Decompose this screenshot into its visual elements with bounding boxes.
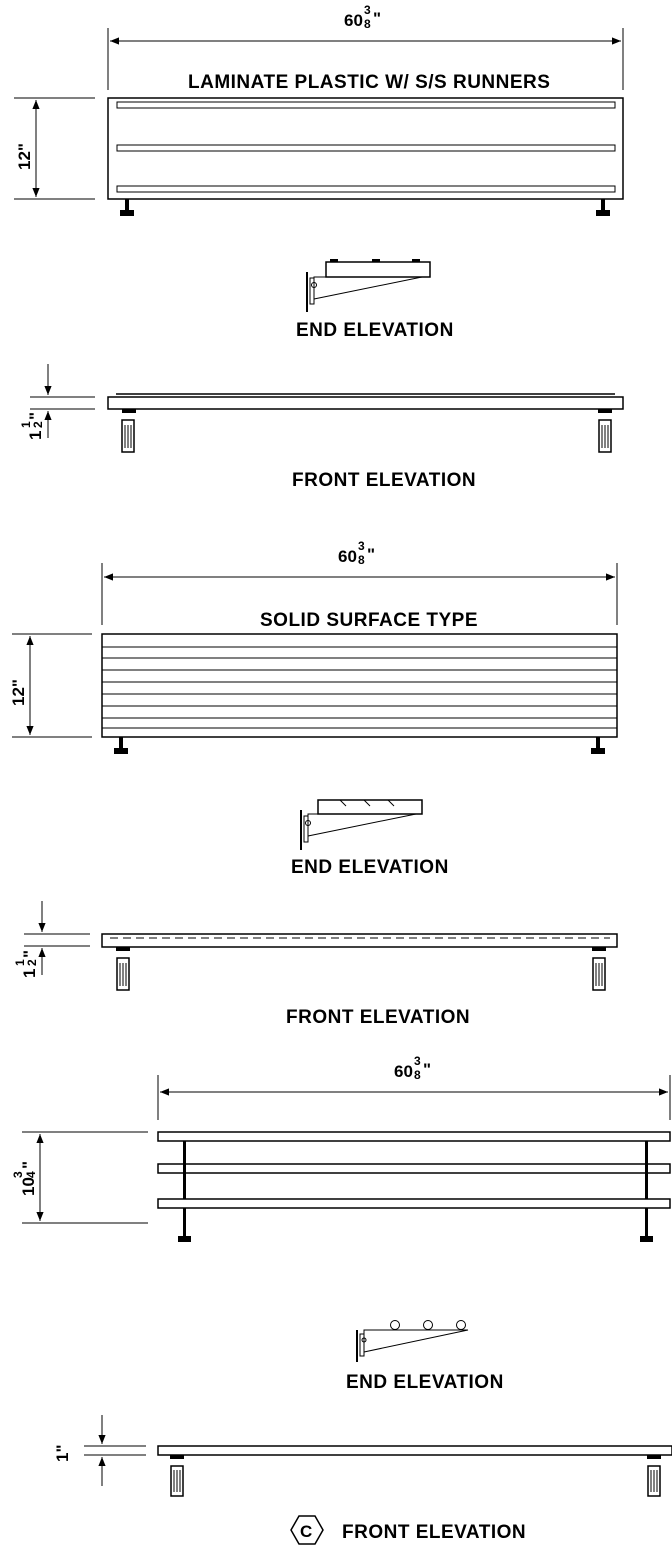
leveler-foot bbox=[178, 1236, 191, 1242]
width-dimension: 60 3 8 " bbox=[101, 539, 618, 625]
thickness-whole: 1 bbox=[20, 969, 39, 978]
height-dimension-value: 12" bbox=[15, 143, 34, 170]
end-elevation-label: END ELEVATION bbox=[346, 1372, 504, 1393]
runner bbox=[116, 101, 616, 109]
thickness-unit: " bbox=[20, 950, 39, 958]
leveler-foot bbox=[114, 748, 128, 754]
section-solid-surface: 60 3 8 " SOLID SURFACE TYPE 12" bbox=[9, 539, 618, 1028]
thickness-dimension-value: 1" bbox=[53, 1444, 72, 1462]
height-numerator: 3 bbox=[11, 1171, 25, 1178]
width-fraction-numerator: 3 bbox=[414, 1054, 421, 1068]
front-elevation-view: 1 1 2 " FRONT ELEVATION bbox=[13, 901, 618, 1028]
width-fraction-numerator: 3 bbox=[364, 3, 371, 17]
leveler-foot bbox=[596, 210, 610, 216]
width-dimension-value: 60 bbox=[394, 1062, 413, 1081]
height-dimension: 12" bbox=[14, 97, 95, 200]
width-unit: " bbox=[367, 545, 375, 564]
thickness-denominator: 2 bbox=[25, 959, 39, 966]
detail-marker-hexagon: C bbox=[290, 1515, 324, 1545]
height-whole: 10 bbox=[19, 1177, 38, 1196]
height-dimension-value: 12" bbox=[9, 679, 28, 706]
front-elevation-label: FRONT ELEVATION bbox=[286, 1007, 470, 1028]
section-wire-rail: 60 3 8 " 10 3 4 " bbox=[11, 1054, 672, 1545]
width-unit: " bbox=[373, 9, 381, 28]
thickness-numerator: 1 bbox=[19, 421, 33, 428]
thickness-unit: " bbox=[26, 412, 45, 420]
end-elevation-view: END ELEVATION bbox=[296, 259, 454, 341]
height-dimension: 10 3 4 " bbox=[11, 1131, 148, 1224]
shelf-plan-view bbox=[157, 1131, 671, 1242]
width-fraction-denominator: 8 bbox=[414, 1068, 421, 1082]
shelf-type-title: SOLID SURFACE TYPE bbox=[260, 610, 478, 631]
leveler-foot bbox=[640, 1236, 653, 1242]
front-elevation-label: FRONT ELEVATION bbox=[342, 1522, 526, 1543]
rail bbox=[157, 1131, 671, 1142]
shelf-plan-view bbox=[101, 633, 618, 754]
rail bbox=[157, 1198, 671, 1209]
leveler-foot bbox=[120, 210, 134, 216]
width-unit: " bbox=[423, 1060, 431, 1079]
front-elevation-label: FRONT ELEVATION bbox=[292, 470, 476, 491]
section-laminate-plastic: 60 3 8 " LAMINATE PLASTIC W/ S/S RUNNERS… bbox=[14, 3, 624, 491]
height-unit: " bbox=[19, 1161, 38, 1169]
width-fraction-numerator: 3 bbox=[358, 539, 365, 553]
width-dimension: 60 3 8 " bbox=[107, 3, 624, 90]
thickness-denominator: 2 bbox=[31, 421, 45, 428]
end-elevation-label: END ELEVATION bbox=[296, 320, 454, 341]
width-fraction-denominator: 8 bbox=[358, 553, 365, 567]
rail bbox=[157, 1163, 671, 1174]
width-fraction-denominator: 8 bbox=[364, 17, 371, 31]
shelf-plan-view bbox=[107, 97, 624, 216]
width-dimension-value: 60 bbox=[344, 11, 363, 30]
height-denominator: 4 bbox=[24, 1171, 38, 1178]
thickness-numerator: 1 bbox=[13, 959, 27, 966]
front-elevation-view: 1 1 2 " FRONT ELEVATION bbox=[19, 364, 624, 491]
end-elevation-label: END ELEVATION bbox=[291, 857, 449, 878]
end-elevation-view: END ELEVATION bbox=[291, 799, 449, 878]
leveler-foot bbox=[591, 748, 605, 754]
shelf-type-title: LAMINATE PLASTIC W/ S/S RUNNERS bbox=[188, 72, 550, 93]
front-elevation-view: 1" C FRONT ELEVATION bbox=[53, 1415, 672, 1545]
width-dimension: 60 3 8 " bbox=[157, 1054, 671, 1120]
detail-marker-letter: C bbox=[300, 1522, 312, 1541]
runner bbox=[116, 185, 616, 193]
height-dimension: 12" bbox=[9, 633, 92, 738]
width-dimension-value: 60 bbox=[338, 547, 357, 566]
runner bbox=[116, 144, 616, 152]
thickness-whole: 1 bbox=[26, 431, 45, 440]
end-elevation-view: END ELEVATION bbox=[346, 1320, 504, 1393]
